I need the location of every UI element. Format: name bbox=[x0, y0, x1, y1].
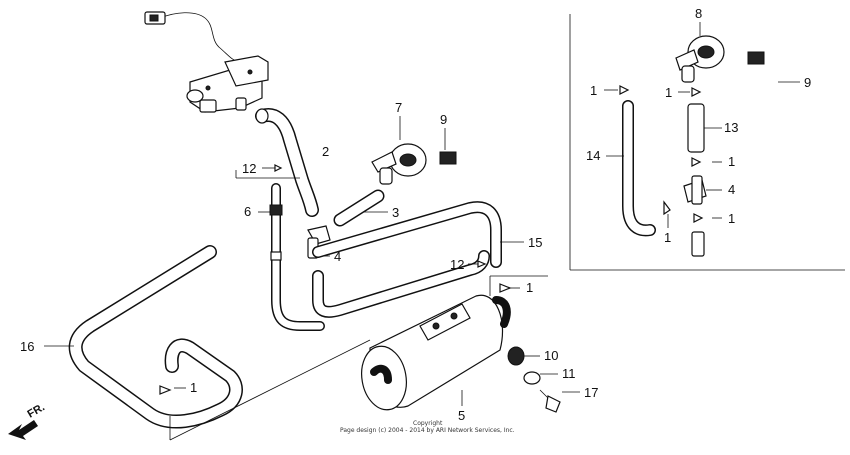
copyright-line-2: Page design (c) 2004 - 2014 by ARI Netwo… bbox=[340, 427, 515, 434]
inset-clips bbox=[604, 85, 722, 257]
front-label: FR. bbox=[26, 401, 47, 420]
hose-14 bbox=[606, 100, 656, 237]
canister-5 bbox=[361, 275, 548, 411]
callout-1: 1 bbox=[190, 380, 197, 395]
callout-14: 14 bbox=[586, 148, 600, 163]
hose-2 bbox=[255, 108, 319, 217]
collar-11 bbox=[523, 371, 558, 385]
clip-1-canister bbox=[499, 283, 520, 293]
copyright-line-1: Copyright bbox=[413, 420, 443, 427]
callout-13: 13 bbox=[724, 120, 738, 135]
assembly-bracket bbox=[169, 339, 371, 441]
solenoid-valve bbox=[144, 11, 269, 113]
clip-1-lower-left bbox=[159, 385, 186, 395]
front-arrow-icon bbox=[8, 420, 38, 440]
callout-1: 1 bbox=[728, 211, 735, 226]
callout-8: 8 bbox=[695, 6, 702, 21]
clamp-9-center bbox=[428, 128, 472, 204]
callout-1: 1 bbox=[664, 230, 671, 245]
clamp-9-inset bbox=[736, 51, 800, 104]
valve-8-inset bbox=[675, 22, 725, 83]
callout-7: 7 bbox=[395, 100, 402, 115]
callout-16: 16 bbox=[20, 339, 34, 354]
pipe-6 bbox=[258, 183, 325, 331]
callout-4: 4 bbox=[334, 249, 341, 264]
callout-12: 12 bbox=[450, 257, 464, 272]
callout-17: 17 bbox=[584, 385, 598, 400]
callouts: 1 1 1 1 1 1 1 2 3 4 4 5 6 7 8 9 9 10 11 … bbox=[20, 6, 811, 423]
clip-12-lower bbox=[468, 260, 487, 268]
callout-12-upper-group bbox=[235, 164, 300, 179]
callout-1: 1 bbox=[590, 83, 597, 98]
callout-6: 6 bbox=[244, 204, 251, 219]
hose-3 bbox=[333, 189, 388, 227]
callout-3: 3 bbox=[392, 205, 399, 220]
grommet-10 bbox=[507, 346, 540, 366]
callout-1: 1 bbox=[728, 154, 735, 169]
callout-12: 12 bbox=[242, 161, 256, 176]
bolt-17 bbox=[539, 389, 580, 413]
callout-10: 10 bbox=[544, 348, 558, 363]
callout-9: 9 bbox=[804, 75, 811, 90]
hose-16 bbox=[44, 245, 243, 429]
valve-7 bbox=[371, 116, 427, 185]
callout-5: 5 bbox=[458, 408, 465, 423]
hose-15 bbox=[312, 201, 524, 318]
callout-15: 15 bbox=[528, 235, 542, 250]
callout-11: 11 bbox=[562, 366, 576, 381]
callout-1: 1 bbox=[665, 85, 672, 100]
joint-4-inset bbox=[683, 175, 722, 205]
callout-9: 9 bbox=[440, 112, 447, 127]
callout-1: 1 bbox=[526, 280, 533, 295]
inset-frame bbox=[569, 14, 845, 271]
callout-2: 2 bbox=[322, 144, 329, 159]
callout-4: 4 bbox=[728, 182, 735, 197]
hose-13 bbox=[687, 103, 722, 153]
